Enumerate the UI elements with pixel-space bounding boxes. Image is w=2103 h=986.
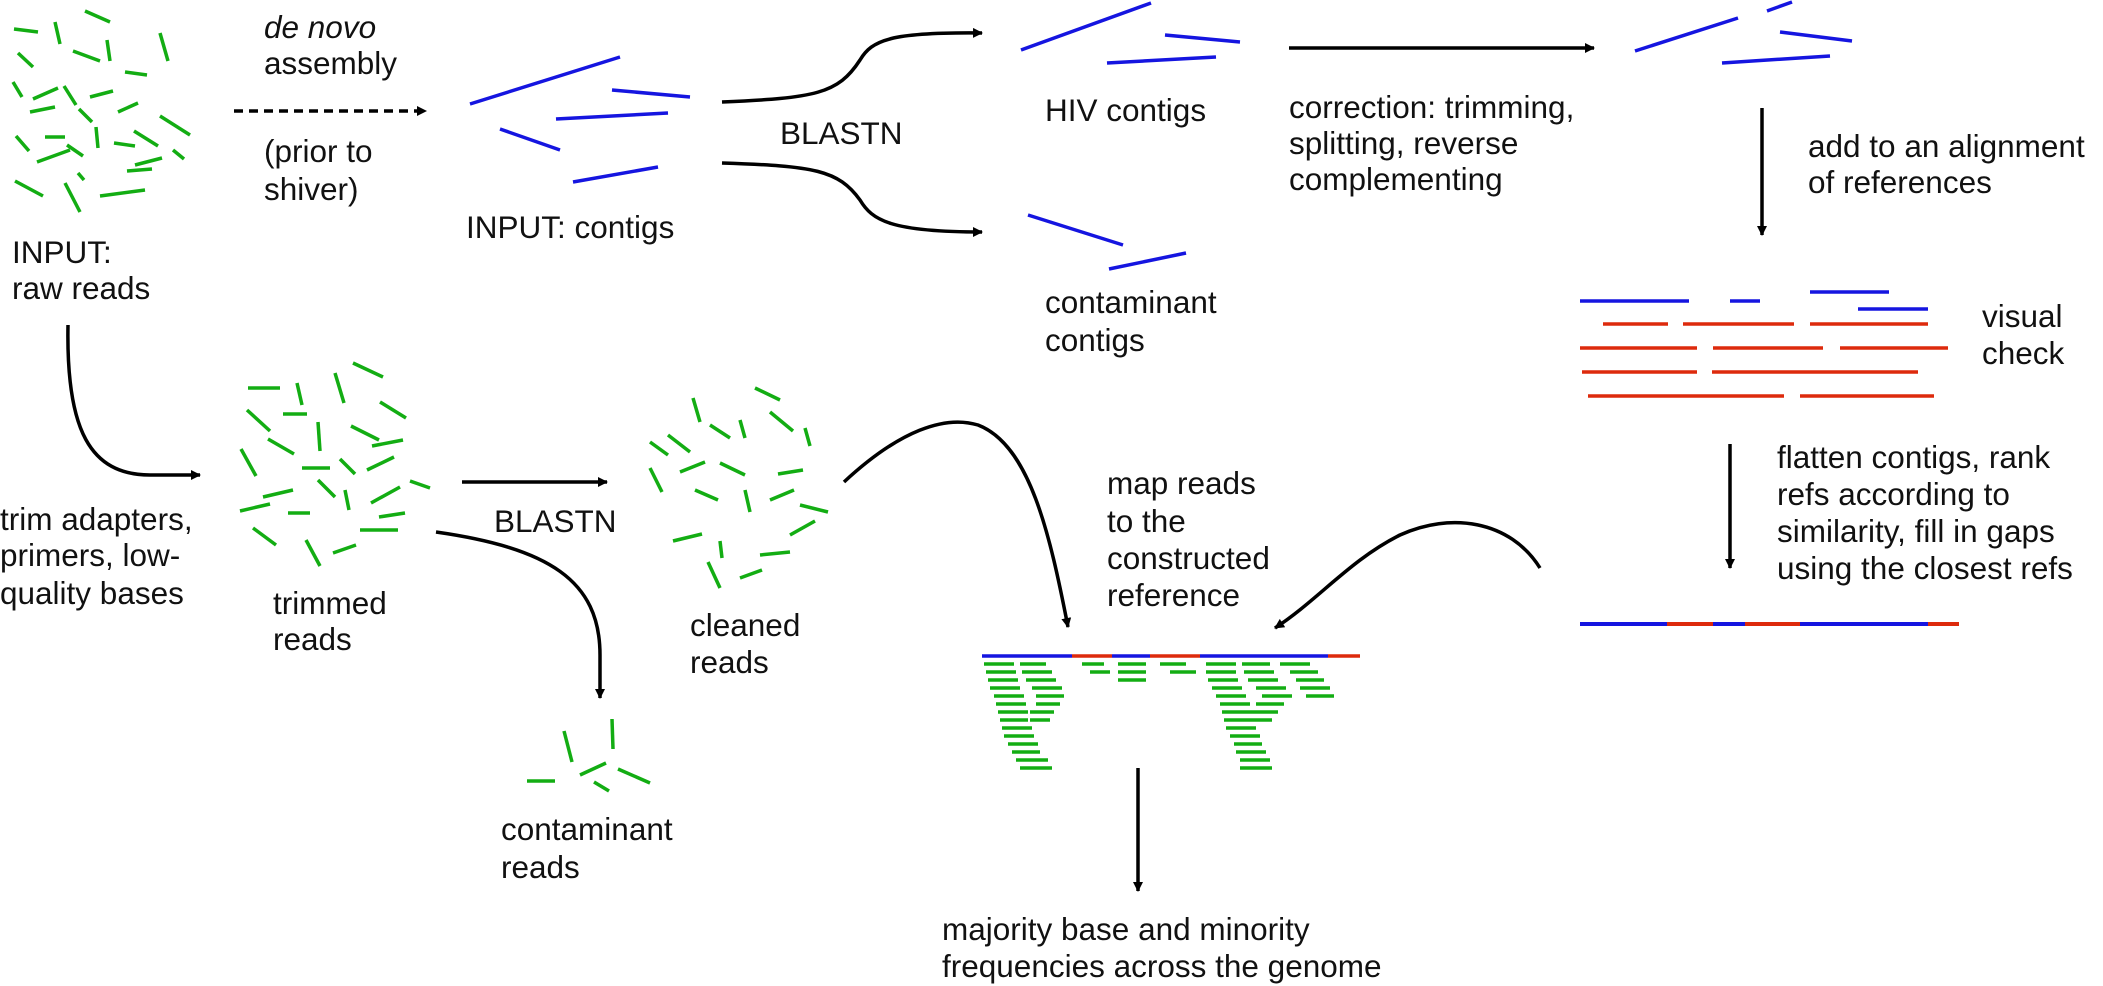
correction-label: correction: trimming, splitting, reverse…: [1289, 89, 1583, 197]
blastn-contigs-upper-arrow: [721, 27, 983, 104]
trim-adapters-label: trim adapters, primers, low- quality bas…: [0, 501, 201, 611]
prior-to-shiver-label: (prior to shiver): [264, 133, 381, 207]
hiv-contigs-label: HIV contigs: [1045, 92, 1206, 128]
input-contigs-label: INPUT: contigs: [466, 209, 674, 245]
corrected-contigs-icon: [1634, 0, 1853, 65]
blastn-reads-label: BLASTN: [494, 503, 617, 539]
input-contigs-icon: [469, 55, 691, 184]
assembly-label: assembly: [264, 45, 397, 81]
trimmed-reads-label: trimmed reads: [273, 585, 396, 657]
contaminant-reads-icon: [527, 718, 651, 793]
contaminant-reads-arrow: [435, 530, 605, 699]
map-reads-label: map reads to the constructed reference: [1107, 465, 1279, 613]
alignment-icon: [1580, 290, 1948, 398]
raw-reads-icon: [11, 9, 191, 213]
cleaned-reads-label: cleaned reads: [690, 607, 809, 680]
hiv-contigs-icon: [1020, 1, 1241, 65]
reference-to-mapping-arrow: [1274, 520, 1542, 630]
trimmed-reads-icon: [239, 361, 431, 567]
contaminant-contigs-label: contaminant contigs: [1045, 284, 1225, 358]
blastn-contigs-label: BLASTN: [780, 115, 903, 151]
map-reads-arrow: [842, 420, 1072, 628]
cleaned-reads-icon: [648, 386, 829, 589]
contaminant-contigs-icon: [1027, 213, 1187, 271]
blastn-contigs-lower-arrow: [721, 161, 983, 237]
majority-base-label: majority base and minority frequencies a…: [942, 911, 1382, 984]
input-raw-reads-label: INPUT: raw reads: [12, 234, 150, 306]
trim-arrow: [66, 324, 201, 480]
mapped-reads-icon: [982, 654, 1360, 770]
flatten-contigs-label: flatten contigs, rank refs according to …: [1777, 439, 2073, 586]
de-novo-label: de novo: [264, 9, 376, 45]
contaminant-reads-label: contaminant reads: [501, 811, 681, 885]
visual-check-label: visual check: [1982, 298, 2071, 371]
add-to-alignment-label: add to an alignment of references: [1808, 128, 2093, 200]
